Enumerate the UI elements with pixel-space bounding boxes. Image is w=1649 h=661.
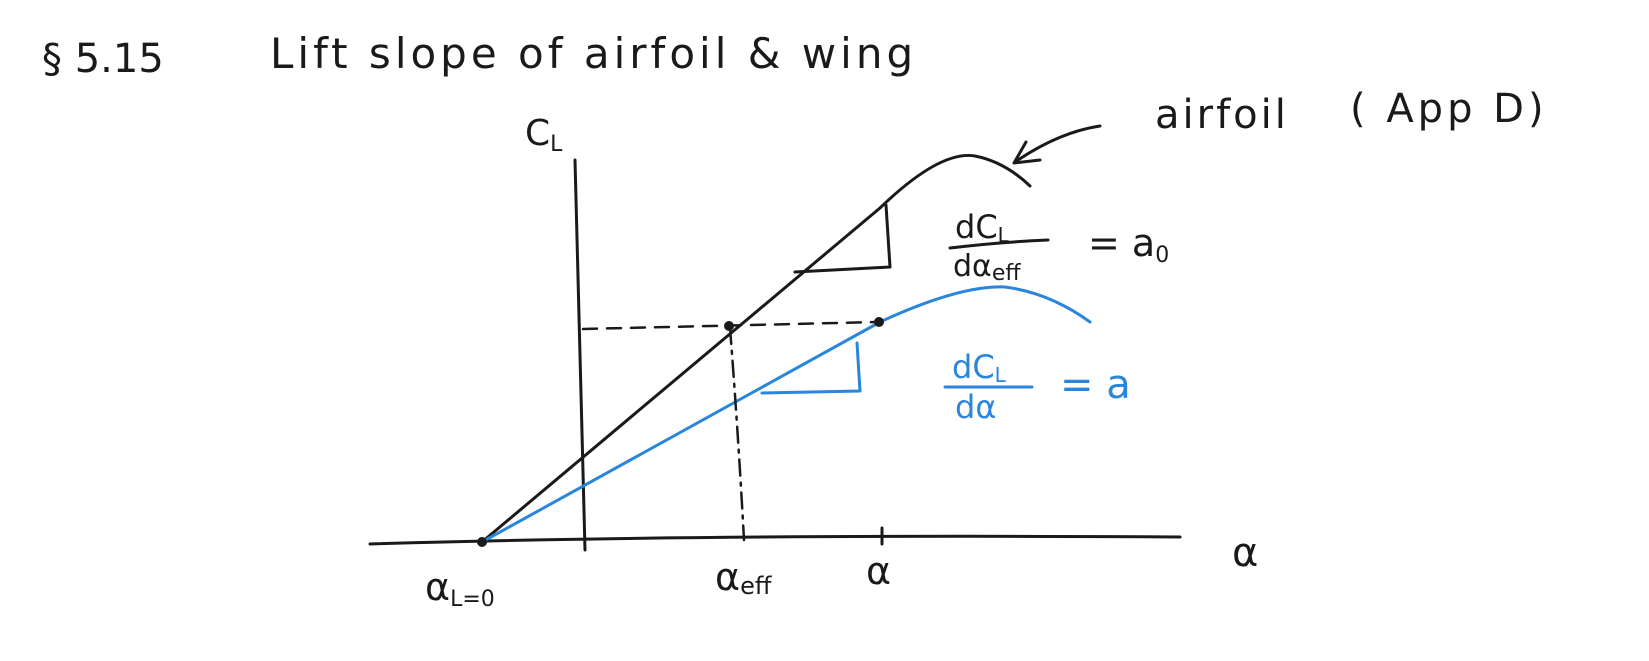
alpha-axis-label: α (1232, 530, 1258, 576)
airfoil-point (724, 321, 734, 331)
alpha-axis (368, 534, 1182, 546)
zero-lift-angle-label: αL=0 (425, 565, 495, 612)
alpha-label: α (866, 549, 891, 593)
airfoil-label: airfoil (1155, 92, 1289, 138)
alpha-eff-label: αeff (715, 555, 772, 600)
page-title: Lift slope of airfoil & wing (270, 29, 917, 78)
wing-slope-value: = a (1060, 362, 1131, 408)
wing-slope-triangle (760, 341, 862, 395)
airfoil-reference: ( App D) (1350, 86, 1548, 132)
airfoil-curve (480, 153, 1032, 544)
cl-axis-label: CL (525, 113, 563, 157)
wing-slope-numerator: dCL (952, 348, 1007, 387)
zero-lift-point (477, 537, 487, 547)
airfoil-slope-value: = a0 (1088, 221, 1169, 268)
wing-slope-denominator: dα (955, 388, 996, 426)
wing-point (874, 317, 884, 327)
alpha-eff-dashdot-line (728, 326, 746, 542)
airfoil-fraction-bar (948, 238, 1050, 250)
airfoil-slope-denominator: dαeff (953, 249, 1021, 286)
wing-curve (480, 285, 1092, 544)
arrowhead-icon (1012, 140, 1042, 165)
cl-axis (573, 158, 587, 552)
airfoil-slope-triangle (793, 203, 892, 274)
airfoil-pointer-arrow (1016, 124, 1102, 162)
airfoil-slope-numerator: dCL (955, 208, 1010, 247)
section-number: § 5.15 (42, 36, 164, 82)
